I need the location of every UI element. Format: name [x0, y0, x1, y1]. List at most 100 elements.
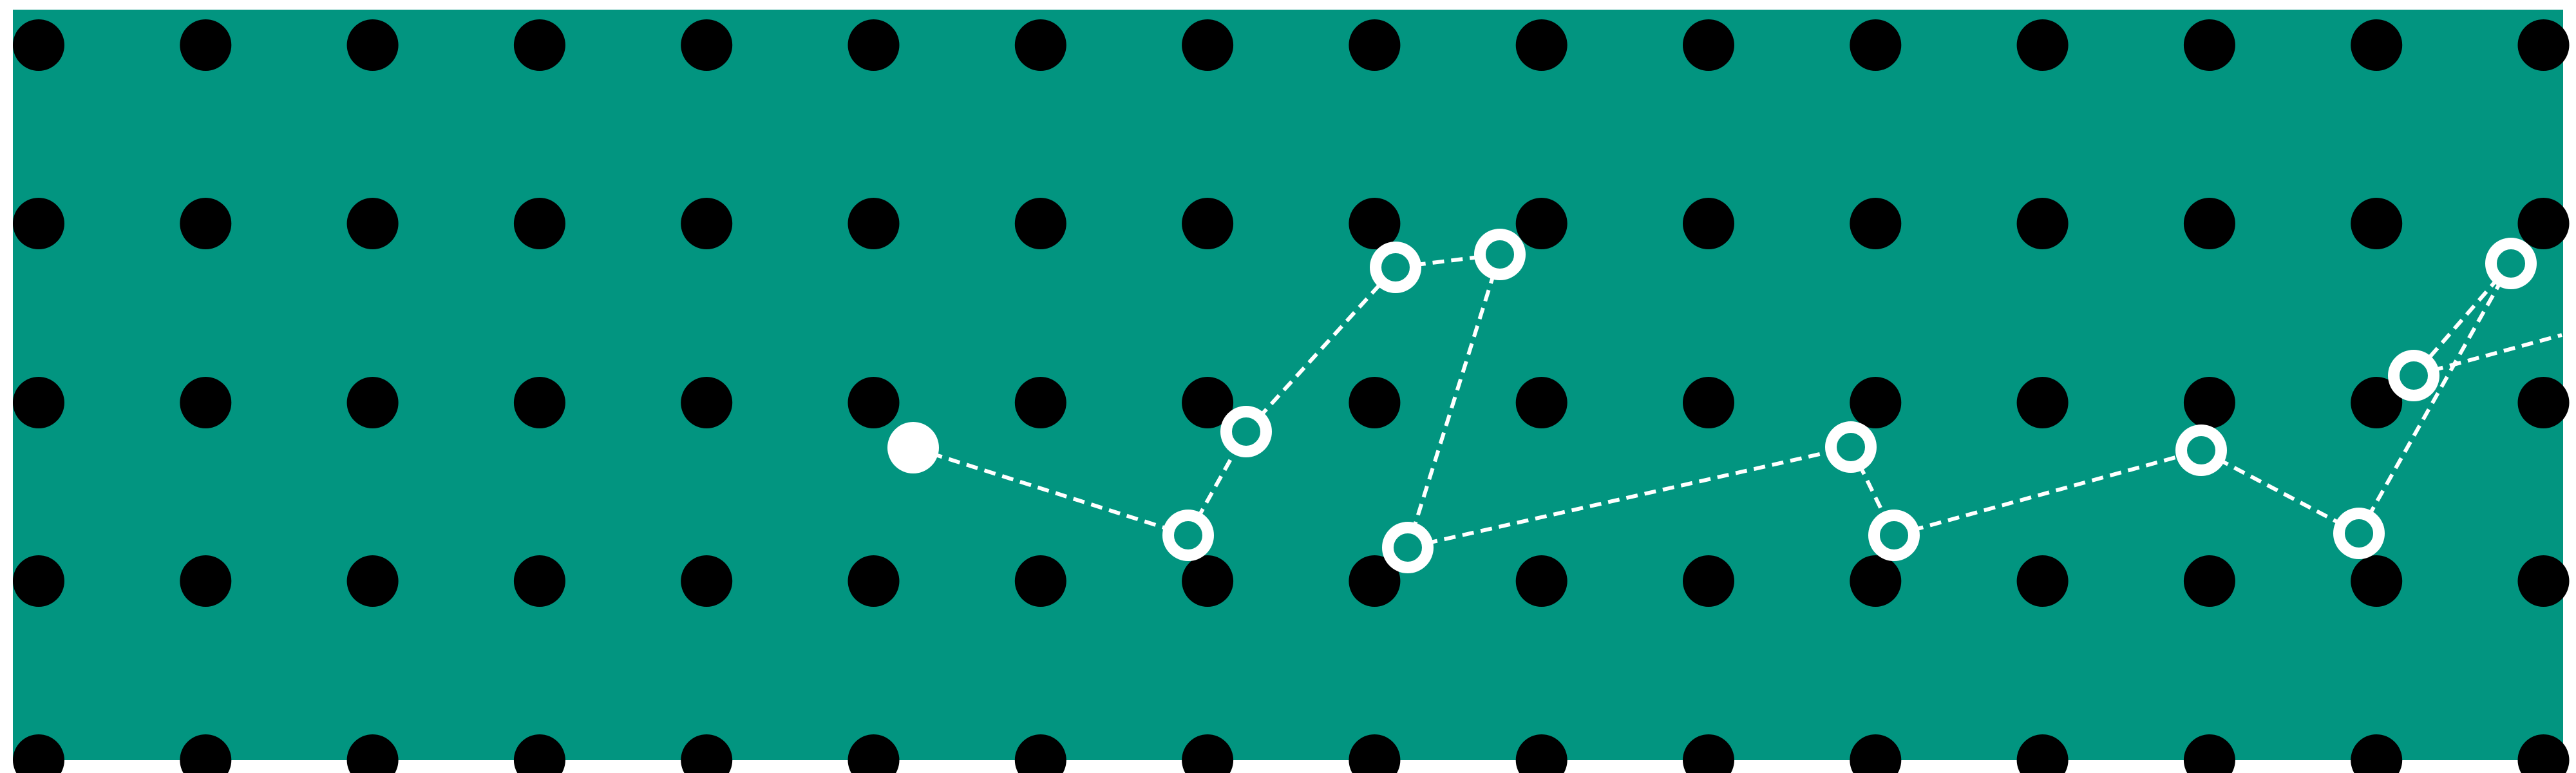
peg-r5-c2: [180, 734, 232, 773]
start-marker[interactable]: [887, 422, 939, 473]
peg-r5-c13: [2016, 734, 2069, 773]
waypoint-marker-9[interactable]: [2333, 508, 2385, 559]
peg-r1-c4: [513, 19, 565, 71]
peg-r3-c3: [346, 377, 399, 428]
waypoint-marker-10[interactable]: [2485, 238, 2537, 289]
peg-r4-c4: [513, 555, 565, 607]
peg-r5-c9: [1349, 734, 1401, 773]
peg-r3-c10: [1515, 377, 1567, 428]
path-segment-8: [1893, 448, 2202, 537]
peg-r4-c14: [2183, 555, 2235, 607]
peg-r2-c14: [2183, 198, 2235, 249]
peg-r3-c13: [2016, 377, 2069, 428]
path-segment-1: [913, 446, 1189, 537]
path-segment-6: [1407, 445, 1852, 549]
peg-r1-c8: [1182, 19, 1234, 71]
peg-r3-c6: [848, 377, 900, 428]
peg-r3-c16: [2517, 377, 2570, 428]
peg-r5-c11: [1683, 734, 1734, 773]
peg-r4-c1: [13, 555, 64, 607]
peg-r1-c12: [1850, 19, 1902, 71]
peg-r1-c13: [2016, 19, 2069, 71]
peg-r4-c11: [1683, 555, 1734, 607]
peg-r2-c9: [1349, 198, 1401, 249]
peg-r3-c15: [2351, 377, 2403, 428]
peg-r5-c8: [1182, 734, 1234, 773]
peg-r3-c11: [1683, 377, 1734, 428]
peg-r4-c13: [2016, 555, 2069, 607]
peg-r4-c3: [346, 555, 399, 607]
peg-r2-c11: [1683, 198, 1734, 249]
peg-r1-c9: [1349, 19, 1401, 71]
waypoint-marker-2[interactable]: [1220, 406, 1272, 457]
peg-r5-c5: [681, 734, 733, 773]
peg-r1-c1: [13, 19, 64, 71]
peg-r1-c16: [2517, 19, 2570, 71]
waypoint-marker-3[interactable]: [1370, 242, 1421, 293]
peg-r2-c13: [2016, 198, 2069, 249]
waypoint-marker-5[interactable]: [1382, 522, 1434, 573]
peg-r1-c10: [1515, 19, 1567, 71]
peg-r3-c4: [513, 377, 565, 428]
peg-r4-c16: [2517, 555, 2570, 607]
path-segment-9: [2200, 448, 2360, 535]
path-segment-5: [1406, 254, 1502, 548]
peg-r5-c14: [2183, 734, 2235, 773]
peg-r2-c1: [13, 198, 64, 249]
peg-r5-c3: [346, 734, 399, 773]
peg-r2-c8: [1182, 198, 1234, 249]
peg-r4-c9: [1349, 555, 1401, 607]
waypoint-marker-4[interactable]: [1474, 229, 1526, 280]
peg-r1-c3: [346, 19, 399, 71]
peg-r4-c12: [1850, 555, 1902, 607]
peg-r3-c2: [180, 377, 232, 428]
peg-r5-c4: [513, 734, 565, 773]
peg-r4-c6: [848, 555, 900, 607]
peg-r2-c16: [2517, 198, 2570, 249]
peg-r5-c12: [1850, 734, 1902, 773]
peg-r5-c16: [2517, 734, 2570, 773]
peg-r5-c1: [13, 734, 64, 773]
peg-r4-c8: [1182, 555, 1234, 607]
peg-r2-c7: [1014, 198, 1066, 249]
peg-r2-c10: [1515, 198, 1567, 249]
peg-grid: [13, 19, 2570, 773]
peg-r2-c3: [346, 198, 399, 249]
waypoint-marker-11[interactable]: [2388, 350, 2439, 401]
peg-r5-c6: [848, 734, 900, 773]
peg-r2-c5: [681, 198, 733, 249]
waypoint-marker-6[interactable]: [1825, 421, 1877, 473]
peg-r3-c7: [1014, 377, 1066, 428]
peg-r1-c15: [2351, 19, 2403, 71]
peg-r5-c10: [1515, 734, 1567, 773]
peg-r2-c12: [1850, 198, 1902, 249]
peg-r1-c7: [1014, 19, 1066, 71]
peg-r3-c9: [1349, 377, 1401, 428]
peg-r2-c15: [2351, 198, 2403, 249]
path-markers[interactable]: [887, 229, 2537, 573]
peg-r4-c5: [681, 555, 733, 607]
peg-r2-c2: [180, 198, 232, 249]
peg-r1-c2: [180, 19, 232, 71]
peg-r2-c4: [513, 198, 565, 249]
peg-r1-c5: [681, 19, 733, 71]
peg-r5-c7: [1014, 734, 1066, 773]
waypoint-marker-7[interactable]: [1868, 510, 1920, 561]
peg-r1-c11: [1683, 19, 1734, 71]
waypoint-marker-1[interactable]: [1162, 510, 1214, 561]
peg-r1-c14: [2183, 19, 2235, 71]
peg-r4-c7: [1014, 555, 1066, 607]
peg-r3-c1: [13, 377, 64, 428]
peg-r4-c2: [180, 555, 232, 607]
peg-r4-c10: [1515, 555, 1567, 607]
peg-r3-c14: [2183, 377, 2235, 428]
peg-r2-c6: [848, 198, 900, 249]
peg-r5-c15: [2351, 734, 2403, 773]
peg-r3-c8: [1182, 377, 1234, 428]
path-segment-10: [2357, 262, 2513, 535]
peg-r3-c12: [1850, 377, 1902, 428]
peg-r4-c15: [2351, 555, 2403, 607]
waypoint-marker-8[interactable]: [2175, 425, 2227, 476]
